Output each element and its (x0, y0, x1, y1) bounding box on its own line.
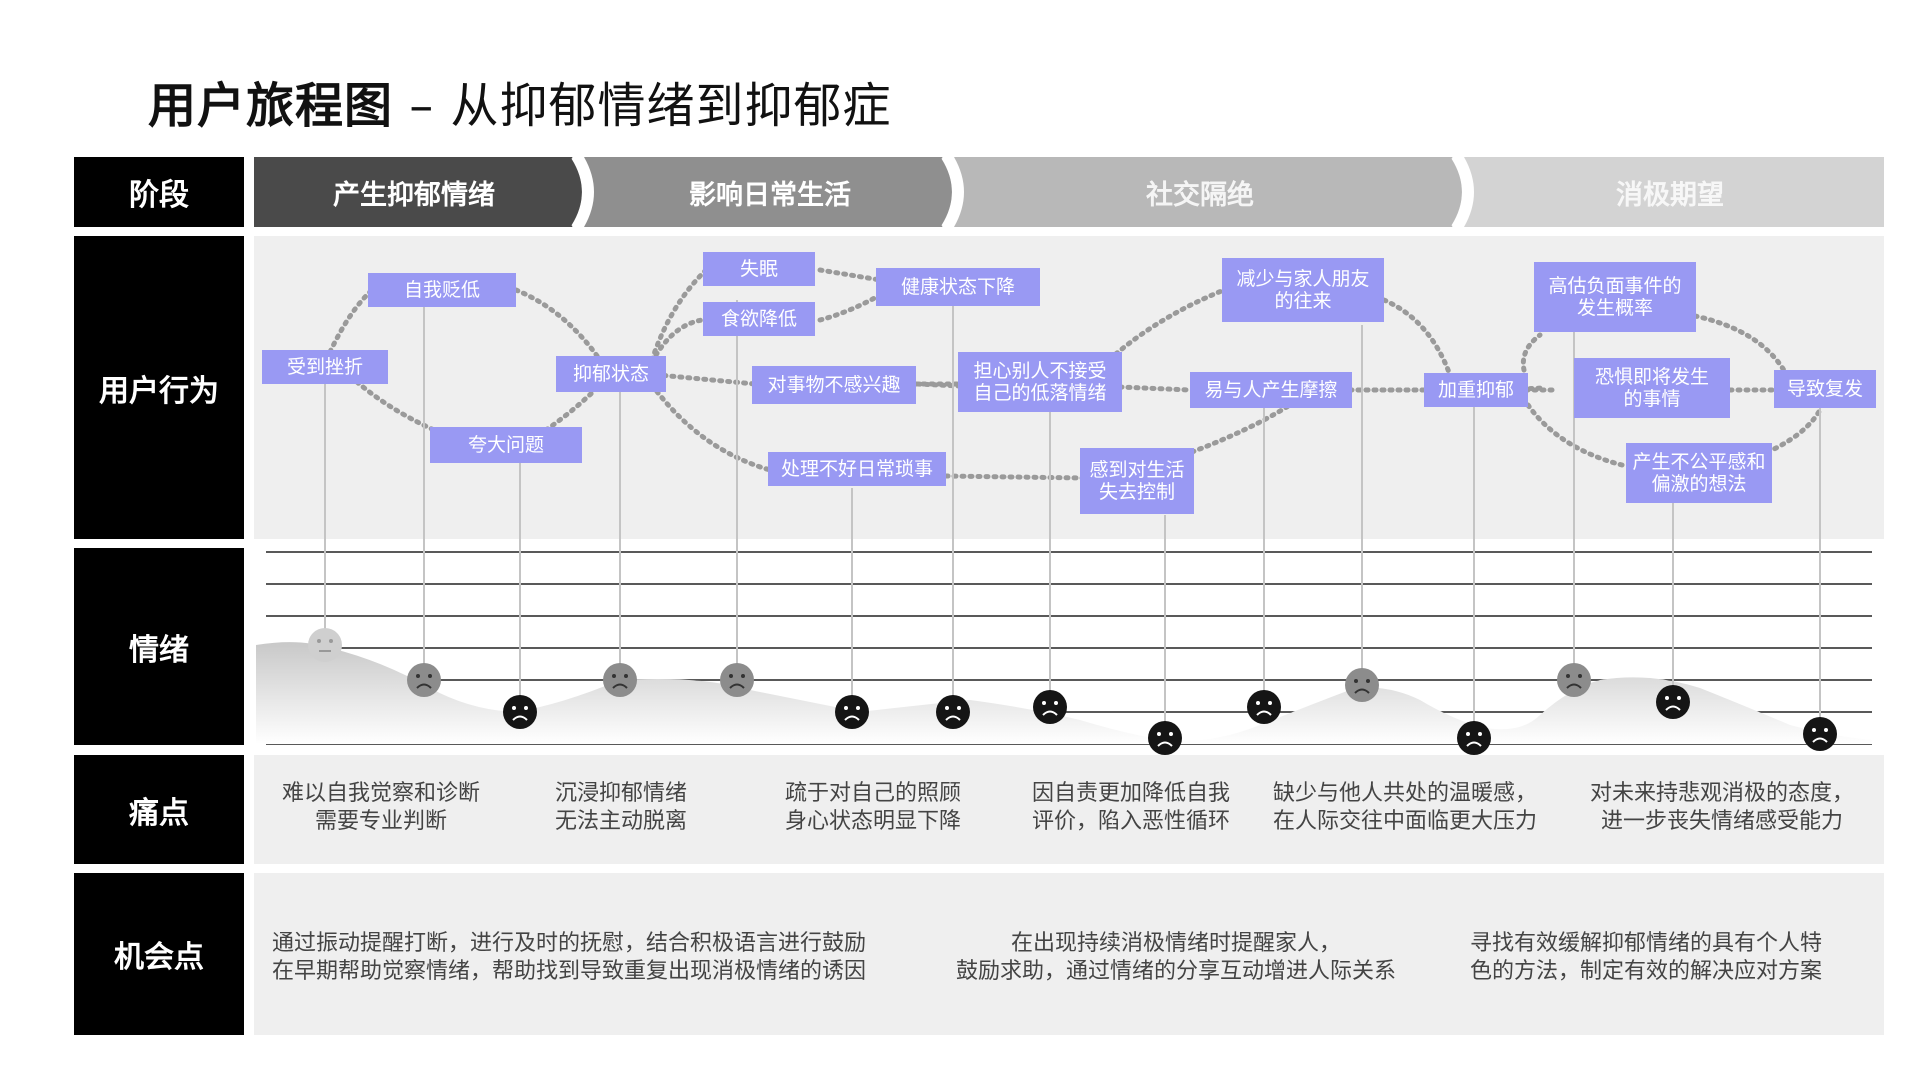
pain-point-2: 沉浸抑郁情绪无法主动脱离 (555, 781, 688, 834)
node-depressed-state: 抑郁状态 (556, 356, 666, 392)
emotion-face-sad (603, 663, 637, 697)
node-health-decline: 健康状态下降 (876, 268, 1040, 306)
pain-point-6: 对未来持悲观消极的态度，进一步丧失情绪感受能力 (1590, 781, 1855, 834)
emotion-face-neutral (308, 628, 342, 662)
node-loss-of-interest: 对事物不感兴趣 (752, 366, 916, 404)
pain-point-3: 疏于对自己的照顾身心状态明显下降 (785, 781, 962, 834)
emotion-face-sad (720, 663, 754, 697)
node-fear: 恐惧即将发生 的事情 (1574, 358, 1730, 418)
row-label-pain: 痛点 (74, 755, 244, 864)
emotion-face-very-sad (1148, 721, 1182, 755)
emotion-face-very-sad (1656, 685, 1690, 719)
emotion-face-sad (1345, 668, 1379, 702)
node-worry-not-accepted: 担心别人不接受 自己的低落情绪 (958, 352, 1122, 412)
stage-3: 社交隔绝 (1146, 179, 1254, 211)
pain-point-5: 缺少与他人共处的温暖感，在人际交往中面临更大压力 (1273, 781, 1538, 834)
opportunity-1: 通过振动提醒打断，进行及时的抚慰，结合积极语言进行鼓励在早期帮助觉察情绪，帮助找… (272, 931, 867, 984)
stage-shape-1 (254, 157, 582, 227)
node-aggravated: 加重抑郁 (1424, 373, 1528, 407)
stage-shape-2 (584, 157, 952, 227)
emotion-face-very-sad (1457, 721, 1491, 755)
opportunity-2: 在出现持续消极情绪时提醒家人，鼓励求助，通过情绪的分享互动增进人际关系 (956, 931, 1397, 984)
emotion-face-sad (1557, 663, 1591, 697)
node-exaggerate-problem: 夸大问题 (430, 427, 582, 463)
node-unfairness: 产生不公平感和 偏激的想法 (1626, 443, 1772, 503)
node-overestimate: 高估负面事件的 发生概率 (1534, 262, 1696, 332)
node-frustration: 受到挫折 (262, 350, 388, 384)
row-label-opportunity: 机会点 (74, 873, 244, 1035)
pain-panel (254, 755, 1884, 864)
page-title: 用户旅程图 – 从抑郁情绪到抑郁症 (148, 66, 892, 136)
node-reduce-contact: 减少与家人朋友 的往来 (1222, 258, 1384, 322)
stage-shape-3 (954, 157, 1462, 227)
node-daily-chores: 处理不好日常琐事 (768, 452, 946, 486)
row-label-behavior: 用户行为 (74, 236, 244, 539)
node-self-deprecation: 自我贬低 (368, 273, 516, 307)
stage-1: 产生抑郁情绪 (333, 179, 495, 211)
row-label-stage: 阶段 (74, 157, 244, 227)
emotion-face-very-sad (936, 695, 970, 729)
emotion-face-very-sad (835, 695, 869, 729)
pain-point-4: 因自责更加降低自我评价，陷入恶性循环 (1032, 781, 1231, 834)
emotion-face-very-sad (1803, 717, 1837, 751)
node-insomnia: 失眠 (703, 252, 815, 286)
node-friction: 易与人产生摩擦 (1190, 372, 1352, 408)
stage-2: 影响日常生活 (689, 179, 851, 211)
emotion-face-very-sad (503, 695, 537, 729)
opportunity-panel (254, 873, 1884, 1035)
stage-bar (254, 157, 1884, 227)
drop-lines (324, 300, 1821, 738)
opportunity-3: 寻找有效缓解抑郁情绪的具有个人特色的方法，制定有效的解决应对方案 (1470, 931, 1823, 984)
stage-shape-4 (1464, 157, 1884, 227)
row-label-emotion: 情绪 (74, 548, 244, 745)
stage-4: 消极期望 (1616, 179, 1724, 211)
emotion-face-sad (407, 663, 441, 697)
node-relapse: 导致复发 (1774, 370, 1876, 408)
node-appetite-loss: 食欲降低 (703, 302, 815, 336)
pain-point-1: 难以自我觉察和诊断需要专业判断 (282, 781, 481, 834)
node-lose-control: 感到对生活 失去控制 (1080, 448, 1194, 514)
emotion-faces (308, 628, 1837, 755)
title-main: 用户旅程图 (148, 78, 394, 134)
title-sub: – 从抑郁情绪到抑郁症 (393, 78, 892, 134)
emotion-face-very-sad (1033, 690, 1067, 724)
emotion-face-very-sad (1247, 690, 1281, 724)
emotion-mountain (256, 642, 1872, 744)
